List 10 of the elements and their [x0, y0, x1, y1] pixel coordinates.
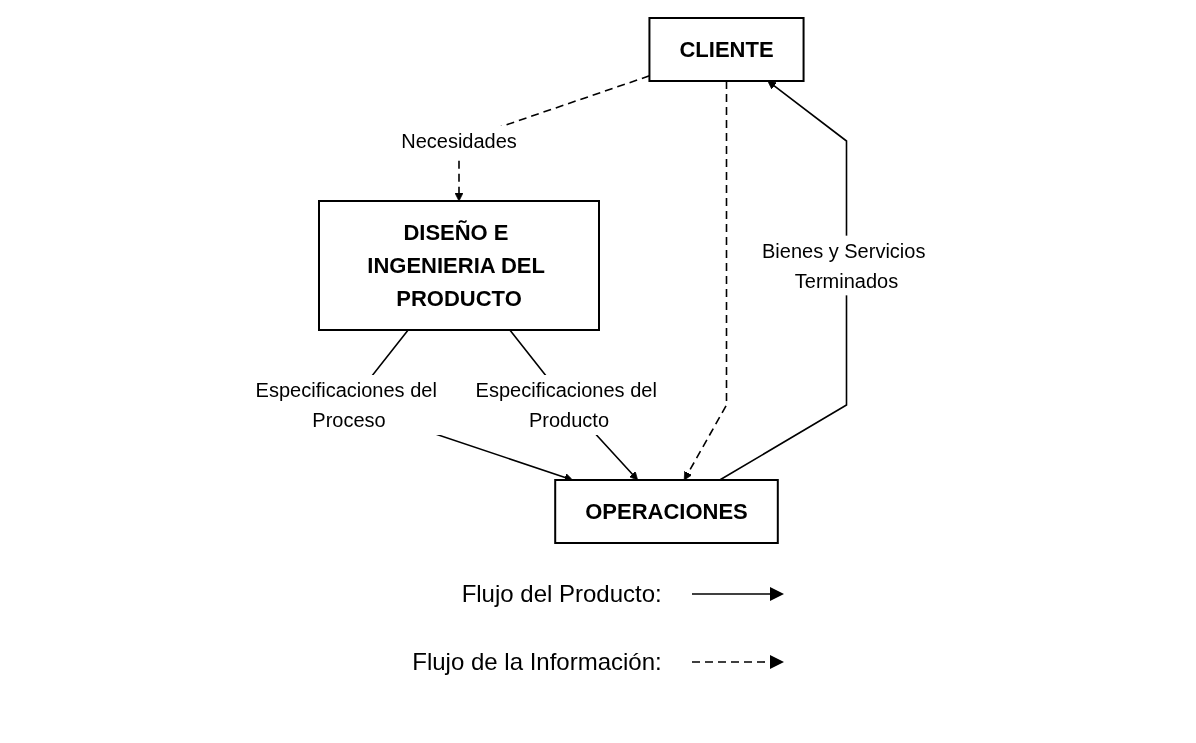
node-box: DISEÑO E INGENIERIA DEL PRODUCTO: [318, 199, 601, 331]
edge-label: Bienes y Servicios Terminados: [762, 239, 926, 291]
edge-label: Especificaciones del Producto: [475, 378, 658, 431]
edge-label: Especificaciones del Proceso: [255, 378, 438, 431]
node-box: OPERACIONES: [554, 478, 780, 544]
legend-text: Flujo del Producto:: [461, 580, 662, 608]
node-box: CLIENTE: [648, 16, 805, 82]
edge-label: Necesidades: [401, 129, 518, 152]
legend-text: Flujo de la Información:: [412, 648, 662, 676]
arrow: [684, 79, 728, 480]
